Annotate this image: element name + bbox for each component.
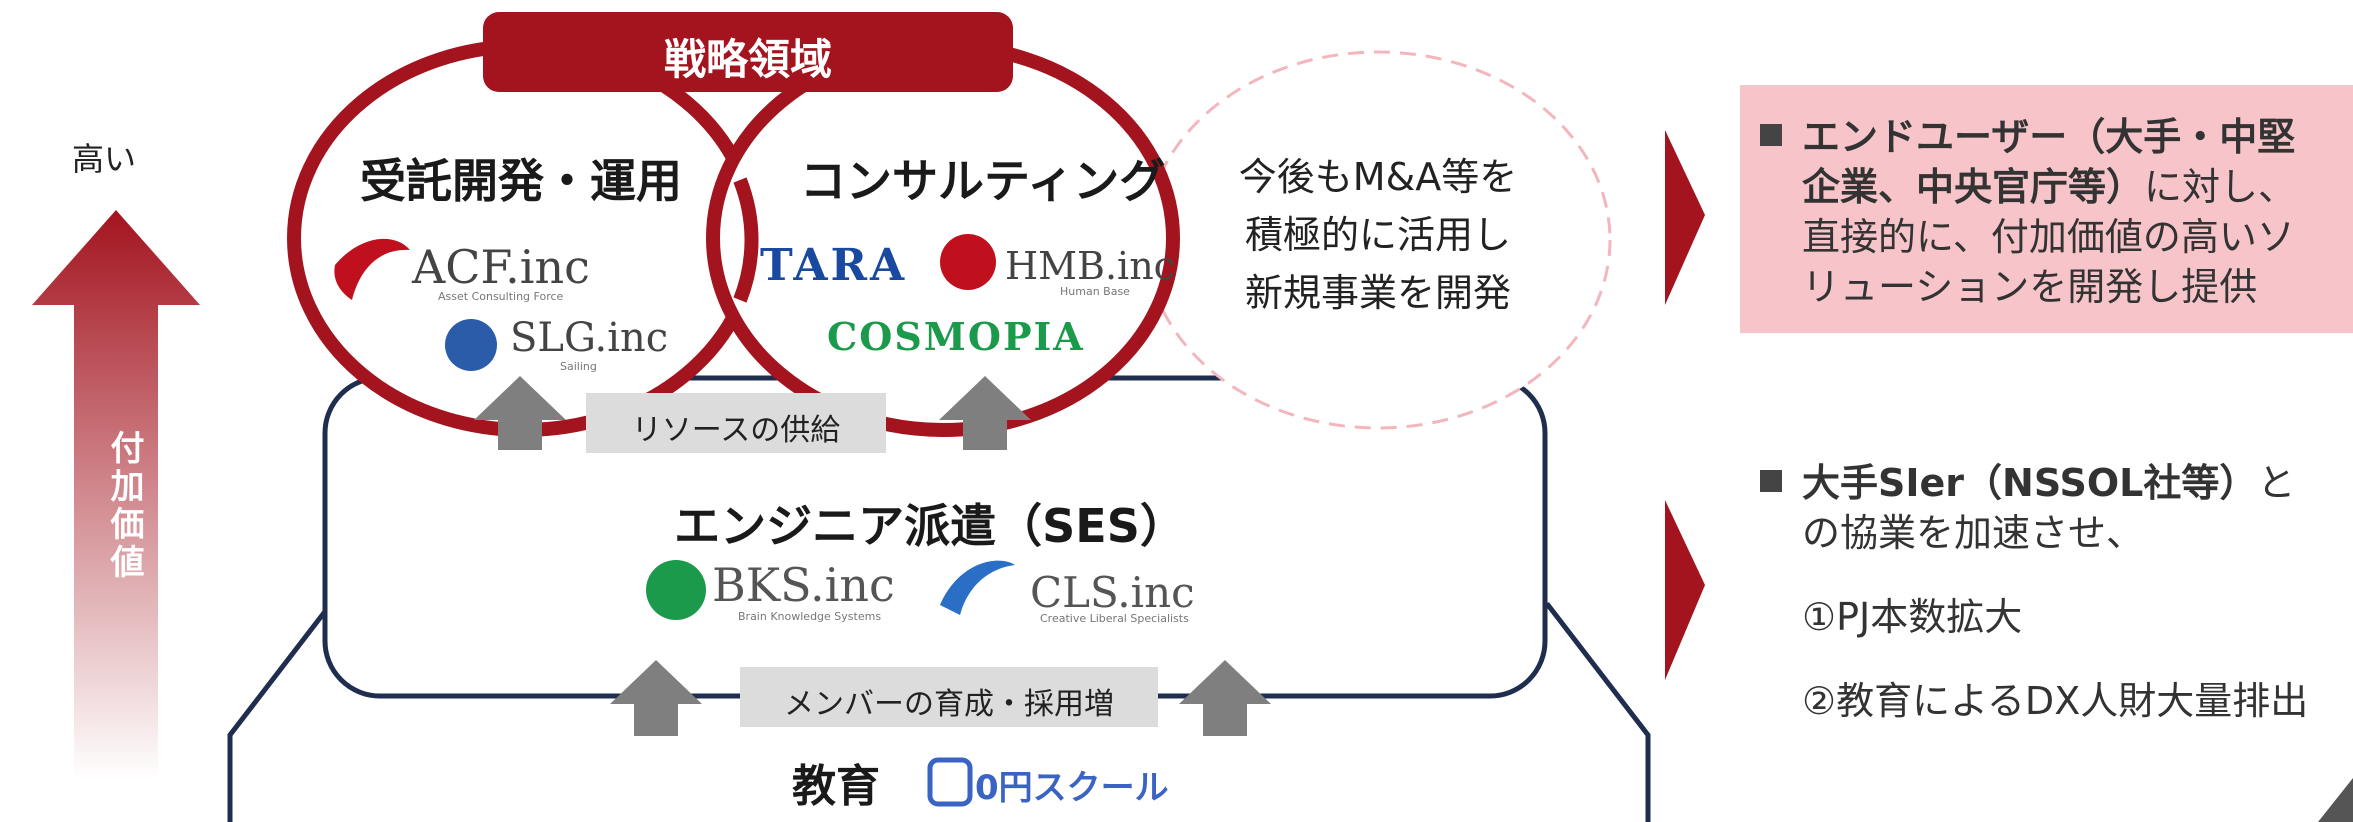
banner-label: 戦略領域 (663, 35, 833, 84)
up-arrow (610, 660, 702, 736)
tara-logo-text: TARA (760, 240, 908, 291)
hmb-logo-icon (940, 234, 996, 290)
education-title: 教育 (792, 761, 880, 812)
growth-label: メンバーの育成・採用増 (784, 687, 1114, 722)
supply-label-box (586, 393, 886, 453)
strategic-banner (483, 12, 1013, 92)
ses-title: エンジニア派遣（SES） (674, 499, 1186, 553)
bks-logo-icon (646, 560, 706, 620)
supply-label: リソースの供給 (631, 413, 841, 448)
acf-logo-sub: Asset Consulting Force (438, 290, 564, 303)
value-arrow (32, 210, 200, 780)
slg-logo-text: SLG.inc (510, 315, 669, 361)
bks-logo-sub: Brain Knowledge Systems (738, 610, 882, 623)
up-arrow (474, 376, 566, 450)
contract-dev-circle (287, 39, 761, 437)
chevron-arrow-icon (1665, 500, 1705, 680)
acf-logo-icon (334, 238, 410, 300)
bullet-icon (1760, 470, 1782, 492)
hmb-logo-sub: Human Base (1060, 285, 1130, 298)
bullet-icon (1760, 124, 1782, 146)
consulting-circle (706, 39, 1180, 437)
value-axis-label: 付加価値 (104, 430, 144, 582)
corner-mark-icon (2318, 778, 2353, 822)
chevron-arrow-icon (1665, 130, 1705, 305)
consulting-title: コンサルティング (800, 154, 1166, 208)
hmb-logo-text: HMB.inc (1005, 244, 1175, 288)
slg-logo-icon (445, 319, 497, 371)
school-logo-text: 0円スクール (975, 768, 1169, 808)
high-label: 高い (72, 140, 137, 178)
bks-logo-text: BKS.inc (712, 558, 895, 612)
up-arrow (939, 376, 1031, 450)
growth-label-box (740, 667, 1158, 727)
new-business-text: 今後もM&A等を 積極的に活用し 新規事業を開発 (1238, 155, 1518, 315)
cls-logo-text: CLS.inc (1030, 568, 1195, 617)
acf-logo-text: ACF.inc (412, 240, 590, 294)
sier-text: 大手SIer（NSSOL社等）と の協業を加速させ、 ①PJ本数拡大 ②教育によ… (1760, 458, 2350, 726)
up-arrow (1179, 660, 1271, 736)
enduser-text: エンドユーザー（大手・中堅 企業、中央官庁等）に対し、 直接的に、付加価値の高い… (1760, 112, 2350, 312)
contract-dev-title: 受託開発・運用 (360, 154, 682, 208)
slg-logo-sub: Sailing (560, 360, 597, 373)
enduser-box (1740, 85, 2353, 333)
cls-logo-icon (940, 560, 1015, 615)
cls-logo-sub: Creative Liberal Specialists (1040, 612, 1189, 625)
school-logo-icon (927, 757, 973, 807)
cosmopia-logo-text: COSMOPIA (827, 314, 1085, 359)
